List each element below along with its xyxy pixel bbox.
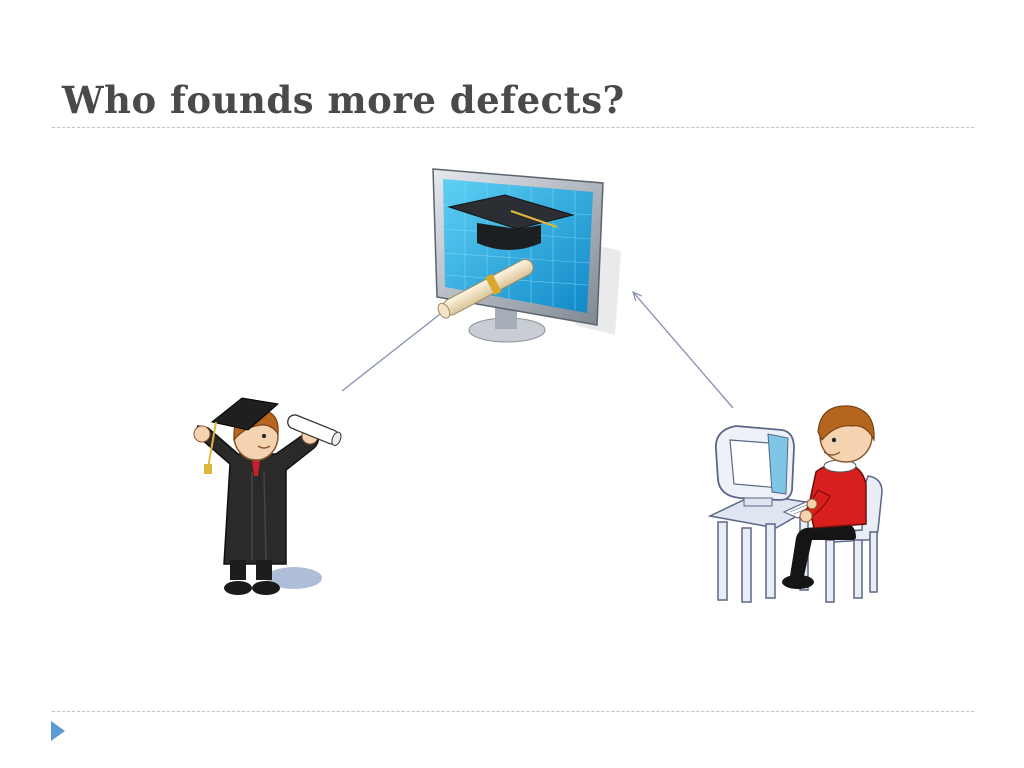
- title-divider: [52, 127, 974, 128]
- graduate-student-icon: [193, 397, 342, 595]
- play-triangle-icon[interactable]: [50, 720, 66, 742]
- person-at-computer-icon: [707, 405, 883, 603]
- computer-monitor-graduation-icon: [432, 168, 621, 343]
- footer-divider: [52, 711, 974, 712]
- arrow-graduate-to-computer: [341, 300, 458, 392]
- arrow-worker-to-computer: [633, 292, 734, 409]
- slide-title: Who founds more defects?: [62, 78, 625, 122]
